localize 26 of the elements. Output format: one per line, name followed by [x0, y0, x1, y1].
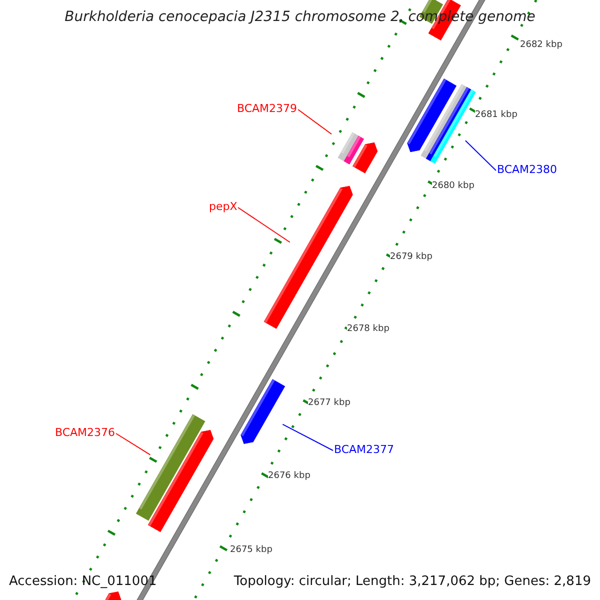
scale-label: 2677 kbp — [308, 398, 350, 408]
gene-label: BCAM2379 — [237, 102, 298, 115]
scale-label: 2676 kbp — [268, 471, 310, 481]
gene-feature — [407, 78, 456, 152]
scale-label: 2679 kbp — [390, 252, 432, 262]
gene-label: pepX — [209, 200, 238, 213]
gene-feature — [352, 142, 378, 174]
gene-feature — [148, 430, 214, 532]
gene-feature — [240, 379, 286, 444]
gene-feature — [105, 592, 122, 600]
scale-label: 2681 kbp — [475, 110, 518, 120]
leader-line — [116, 433, 151, 456]
leader-line — [464, 140, 496, 171]
scale-label: 2678 kbp — [347, 324, 390, 334]
leader-line — [282, 424, 334, 451]
gene-label: BCAM2380 — [497, 163, 558, 176]
gene-label: BCAM2376 — [55, 426, 116, 439]
gene-feature — [136, 414, 206, 521]
scale-label: 2682 kbp — [520, 40, 562, 50]
genome-info-text: Topology: circular; Length: 3,217,062 bp; Genes: 2,819 — [234, 574, 591, 589]
gene-feature — [338, 132, 364, 164]
leader-line — [298, 109, 332, 135]
scale-label: 2675 kbp — [230, 545, 272, 555]
scale-label: 2680 kbp — [432, 181, 474, 191]
gene-label: BCAM2377 — [334, 443, 394, 456]
gene-feature — [420, 84, 476, 164]
